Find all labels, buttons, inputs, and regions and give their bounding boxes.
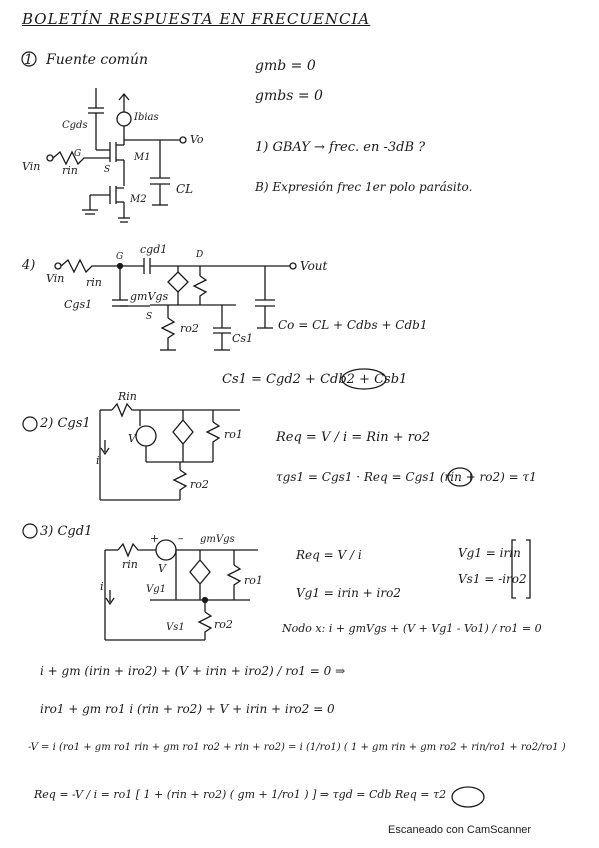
section-cgd-label-vs1: Vs1: [166, 622, 185, 633]
section-cgd-label-ro2: ro2: [214, 618, 233, 631]
section4-label-g: G: [116, 252, 124, 262]
section-cgs-label: 2) Cgs1: [40, 416, 91, 431]
question-2: B) Expresión frec 1er polo parásito.: [255, 180, 473, 194]
section4-label-d: D: [196, 250, 204, 260]
section-cgd-label-v: V: [158, 562, 166, 575]
section-cgs-tau: τgs1 = Cgs1 · Req = Cgs1 (rin + ro2) = τ…: [276, 470, 537, 484]
section-cgd-label: 3) Cgd1: [40, 524, 93, 539]
section-cgd-nodo: Nodo x: i + gmVgs + (V + Vg1 - Vo1) / ro…: [282, 622, 542, 635]
section4-label-cgs1: Cgs1: [64, 298, 93, 311]
section-cgs-label-rin: Rin: [118, 390, 137, 403]
section-cgd-label-minus: –: [178, 532, 184, 545]
section-cgd-label-ro1: ro1: [244, 574, 263, 587]
section4-label-vout: Vout: [300, 259, 328, 273]
section-cgd-label-i: i: [100, 580, 104, 593]
circuit1-label-cl: CL: [176, 182, 194, 196]
section4-label: 4): [22, 258, 36, 273]
scanner-watermark: Escaneado con CamScanner: [388, 824, 532, 836]
circuit1-label-s: S: [104, 165, 111, 175]
section-cgd-eq2: iro1 + gm ro1 i (rin + ro2) + V + irin +…: [40, 702, 335, 716]
section4-label-cgd1: cgd1: [140, 243, 168, 256]
section-cgd-label-vg1: Vg1: [146, 584, 166, 595]
circuit1-label-cgds: Cgds: [62, 120, 88, 131]
section-cgd-bracket-1: Vg1 = irin: [458, 546, 521, 560]
section-cgs-label-ro2: ro2: [190, 478, 209, 491]
section-cgd-label-gmvgs: gmVgs: [200, 534, 235, 545]
section-cgs-req: Req = V / i = Rin + ro2: [276, 430, 431, 445]
given-gmb: gmb = 0: [255, 58, 316, 74]
circuit1-label-vo: Vo: [190, 133, 204, 146]
circuit1-label-m2: M2: [130, 194, 147, 205]
section4-label-rin: rin: [86, 276, 102, 289]
circuit1-label-rin: rin: [62, 164, 78, 177]
page-title: BOLETÍN RESPUESTA EN FRECUENCIA: [22, 10, 371, 28]
section-cgs-label-ro1: ro1: [224, 428, 243, 441]
section4-cs1-formula: Cs1 = Cgd2 + Cdb2 + Csb1: [222, 372, 408, 387]
section-cgs-label-i: i: [96, 454, 100, 467]
problem-name: Fuente común: [46, 52, 148, 68]
section-cgd-label-rin: rin: [122, 558, 138, 571]
circuit1-label-g: G: [74, 149, 82, 159]
question-1: 1) GBAY → frec. en -3dB ?: [255, 140, 426, 155]
circuit1-label-ibias: Ibias: [134, 112, 159, 123]
circuit1-label-m1: M1: [134, 152, 151, 163]
section4-label-ro2: ro2: [180, 322, 199, 335]
section-cgd-bracket-2: Vs1 = -iro2: [458, 572, 527, 586]
section4-label-gmvgs: gmVgs: [130, 290, 169, 303]
given-gmbs: gmbs = 0: [255, 88, 323, 104]
section-cgd-eq3: -V = i (ro1 + gm ro1 rin + gm ro1 ro2 + …: [28, 742, 566, 753]
section-cgd-req: Req = V / i: [296, 548, 362, 562]
section-cgd-eq4: Req = -V / i = ro1 [ 1 + (rin + ro2) ( g…: [34, 788, 447, 801]
section4-label-vin: Vin: [46, 272, 65, 285]
section-cgd-vg: Vg1 = irin + iro2: [296, 586, 401, 600]
section-cgs-label-v: V: [128, 432, 136, 445]
section4-label-cs1: Cs1: [232, 332, 254, 345]
section4-c0-formula: Co = CL + Cdbs + Cdb1: [278, 318, 428, 332]
section4-label-s: S: [146, 312, 153, 322]
circuit1-label-vin: Vin: [22, 160, 41, 173]
section-cgd-eq1: i + gm (irin + iro2) + (V + irin + iro2)…: [40, 664, 346, 678]
section-cgd-label-plus: +: [150, 532, 160, 545]
problem-number: 1: [24, 52, 33, 68]
